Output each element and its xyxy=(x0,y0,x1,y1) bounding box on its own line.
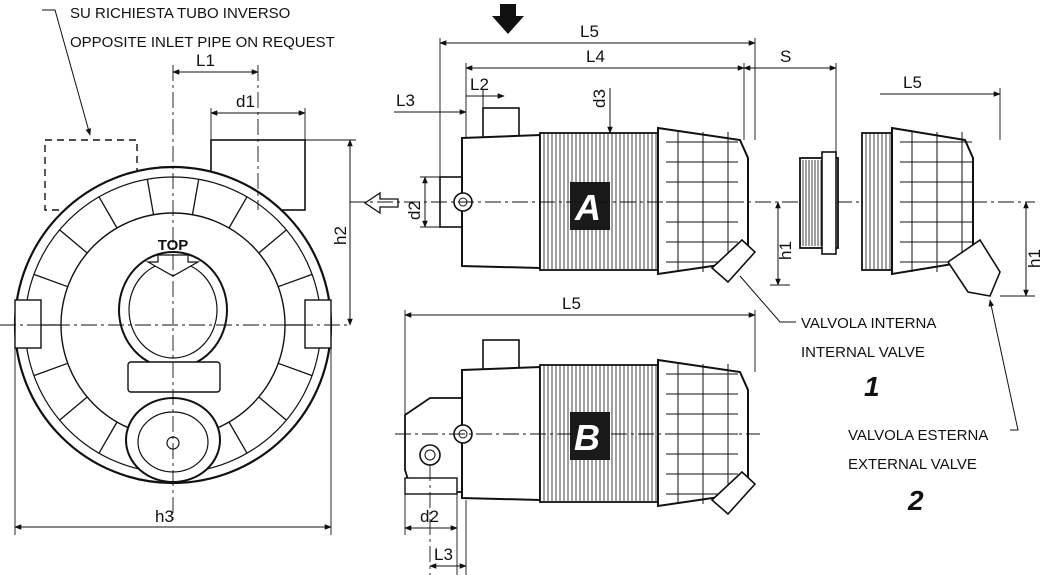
dim-d2-label-b: d2 xyxy=(420,507,439,526)
external-valve-leader xyxy=(988,299,1019,431)
note-internal-en: INTERNAL VALVE xyxy=(801,344,925,361)
dim-l5-label-a: L5 xyxy=(580,22,599,41)
body-a xyxy=(461,133,541,270)
dim-l3-label-a: L3 xyxy=(396,91,415,110)
left-clamp xyxy=(14,299,42,349)
side-view-a xyxy=(350,4,1035,323)
note-external-en: EXTERNAL VALVE xyxy=(848,456,977,473)
dim-l5-label-2: L5 xyxy=(903,73,922,92)
note-reverse-it: SU RICHIESTA TUBO INVERSO xyxy=(70,5,290,22)
detail-external-valve xyxy=(861,88,1035,431)
inlet-arrow-icon xyxy=(363,191,399,215)
dim-l2-label: L2 xyxy=(470,75,489,94)
body-b xyxy=(461,365,541,502)
front-view xyxy=(0,9,356,535)
note-external-it: VALVOLA ESTERNA xyxy=(848,427,988,444)
view-letter-b: B xyxy=(574,417,600,458)
dim-h1-label-a: h1 xyxy=(776,241,795,260)
dim-h1-label-2: h1 xyxy=(1025,249,1044,268)
top-pipe-b xyxy=(482,339,520,371)
dim-l3-label-b: L3 xyxy=(434,545,453,564)
dim-d3-label: d3 xyxy=(590,89,609,108)
note-external-number: 2 xyxy=(907,485,924,516)
top-label: TOP xyxy=(158,237,189,254)
right-clamp xyxy=(304,299,332,349)
reverse-note-leader xyxy=(42,9,91,136)
dim-d2-label-a: d2 xyxy=(405,201,424,220)
view-direction-arrow-icon xyxy=(492,4,524,34)
valve-2 xyxy=(946,238,1001,297)
side-view-b xyxy=(395,310,760,575)
top-pipe-a xyxy=(482,107,520,139)
note-internal-number: 1 xyxy=(864,371,880,402)
label-box-b xyxy=(570,412,610,460)
dim-d1-label: d1 xyxy=(236,92,255,111)
dim-l1-label: L1 xyxy=(196,51,215,70)
note-internal-it: VALVOLA INTERNA xyxy=(801,315,936,332)
dim-h2-label: h2 xyxy=(331,226,350,245)
internal-valve-leader xyxy=(739,275,796,323)
filter-cartridge xyxy=(799,151,839,255)
end-cap-2 xyxy=(891,126,974,276)
view-letter-a: A xyxy=(574,187,601,228)
valve-b xyxy=(710,470,757,516)
dim-l4-label: L4 xyxy=(586,47,605,66)
dim-l5-label-b: L5 xyxy=(562,294,581,313)
valve-a xyxy=(710,238,757,284)
dim-s-label: S xyxy=(780,47,791,66)
label-box-a xyxy=(570,182,610,230)
label-plate xyxy=(127,361,221,393)
dim-h3-label: h3 xyxy=(155,507,174,526)
note-reverse-en: OPPOSITE INLET PIPE ON REQUEST xyxy=(70,34,335,51)
